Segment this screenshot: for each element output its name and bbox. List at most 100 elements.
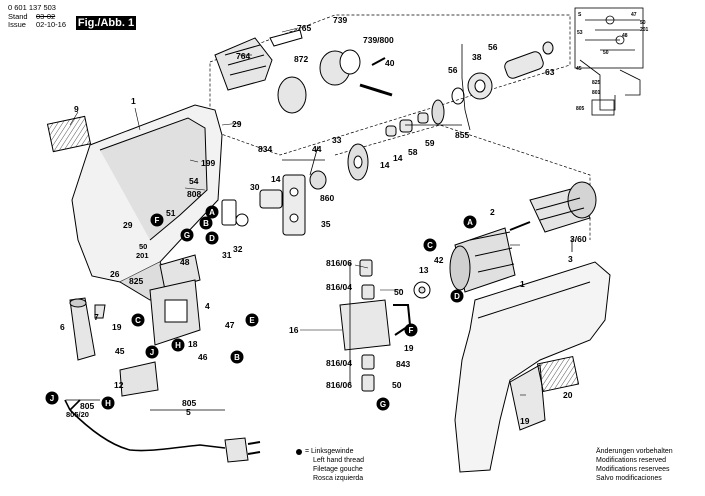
connector-h2: H bbox=[101, 396, 115, 410]
label-4: 4 bbox=[205, 301, 210, 311]
wiring-label-50a: 50 bbox=[640, 20, 646, 26]
legend-line1: = Linksgewinde bbox=[305, 447, 353, 456]
housing-half-left bbox=[46, 104, 223, 301]
label-9: 9 bbox=[74, 104, 79, 114]
label-63: 63 bbox=[545, 67, 555, 77]
part-labels: 9 1 29 199 54 808 29 51 50 201 48 26 825… bbox=[60, 15, 587, 426]
label-14a: 14 bbox=[271, 174, 281, 184]
label-19a: 19 bbox=[112, 322, 122, 332]
label-40: 40 bbox=[385, 58, 395, 68]
label-31: 31 bbox=[222, 250, 232, 260]
issue-label: Issue bbox=[8, 20, 26, 29]
svg-text:A: A bbox=[209, 208, 215, 217]
svg-text:J: J bbox=[150, 348, 154, 357]
plug-icon bbox=[224, 437, 261, 463]
connector-j2: J bbox=[45, 391, 59, 405]
svg-text:B: B bbox=[203, 219, 209, 228]
label-805-20: 805/20 bbox=[66, 410, 89, 419]
label-58: 58 bbox=[408, 147, 418, 157]
label-46: 46 bbox=[198, 352, 208, 362]
label-13: 13 bbox=[419, 265, 429, 275]
label-201: 201 bbox=[136, 251, 149, 260]
wiring-label-45: 45 bbox=[576, 66, 582, 72]
label-50b: 50 bbox=[394, 287, 404, 297]
svg-text:B: B bbox=[234, 353, 240, 362]
svg-text:G: G bbox=[184, 231, 190, 240]
label-14c: 14 bbox=[393, 153, 403, 163]
connector-c1: C bbox=[131, 313, 145, 327]
spindle-parts bbox=[385, 41, 554, 137]
leader-lines bbox=[69, 27, 526, 396]
label-54: 54 bbox=[189, 176, 199, 186]
connector-d2: D bbox=[450, 289, 464, 303]
label-860: 860 bbox=[320, 193, 334, 203]
label-16: 16 bbox=[289, 325, 299, 335]
label-765: 765 bbox=[297, 23, 311, 33]
legend-equals: = bbox=[305, 448, 310, 455]
label-45: 45 bbox=[115, 346, 125, 356]
svg-text:G: G bbox=[380, 400, 386, 409]
label-739-800: 739/800 bbox=[363, 35, 394, 45]
wiring-label-801: 801 bbox=[592, 90, 601, 96]
wiring-labels: S 47 53 50 201 48 50 45 825 801 805 bbox=[576, 12, 649, 112]
legend-linksgewinde: Linksgewinde bbox=[311, 448, 354, 455]
label-7: 7 bbox=[94, 312, 99, 322]
aux-handle-6 bbox=[69, 297, 106, 361]
stand-label: Stand bbox=[8, 12, 28, 21]
label-872: 872 bbox=[294, 54, 308, 64]
wiring-label-48: 48 bbox=[622, 33, 628, 39]
label-12: 12 bbox=[114, 380, 124, 390]
switch-825 bbox=[119, 199, 249, 397]
connector-g2: G bbox=[376, 397, 390, 411]
label-19b: 19 bbox=[404, 343, 414, 353]
connector-markers: A B D F G C E J H B C D A F G J H bbox=[45, 205, 477, 411]
label-14b: 14 bbox=[380, 160, 390, 170]
stator-2 bbox=[413, 227, 516, 299]
label-59: 59 bbox=[425, 138, 435, 148]
wiring-label-805: 805 bbox=[576, 106, 585, 112]
label-805b: 805 bbox=[182, 398, 196, 408]
left-hand-thread-bullet-icon bbox=[296, 449, 302, 455]
gear-860 bbox=[309, 143, 369, 190]
connector-d1: D bbox=[205, 231, 219, 245]
label-44: 44 bbox=[312, 144, 322, 154]
label-2: 2 bbox=[490, 207, 495, 217]
label-843: 843 bbox=[396, 359, 410, 369]
connector-h1: H bbox=[171, 338, 185, 352]
wiring-label-53: 53 bbox=[577, 30, 583, 36]
label-805a: 805 bbox=[80, 401, 94, 411]
figure-label: Fig./Abb. 1 bbox=[76, 16, 136, 30]
label-56b: 56 bbox=[488, 42, 498, 52]
bracket-lines bbox=[66, 44, 573, 411]
footer-note-2: Modifications reserved bbox=[596, 457, 667, 464]
label-47: 47 bbox=[225, 320, 235, 330]
footer-note-1: Änderungen vorbehalten bbox=[596, 448, 673, 455]
date-new: 02-10-16 bbox=[36, 20, 67, 29]
label-56a: 56 bbox=[448, 65, 458, 75]
legend-line2: Left hand thread bbox=[313, 457, 364, 464]
connector-a2: A bbox=[463, 215, 477, 229]
connector-f2: F bbox=[404, 323, 418, 337]
wiring-diagram bbox=[574, 7, 644, 116]
svg-text:A: A bbox=[467, 218, 473, 227]
label-5: 5 bbox=[186, 407, 191, 417]
label-1b: 1 bbox=[520, 279, 525, 289]
label-29b: 29 bbox=[123, 220, 133, 230]
label-816-06b: 816/06 bbox=[326, 380, 352, 390]
svg-text:H: H bbox=[105, 399, 111, 408]
label-51: 51 bbox=[166, 208, 176, 218]
label-199: 199 bbox=[201, 158, 215, 168]
label-816-04a: 816/04 bbox=[326, 282, 352, 292]
housing-half-right bbox=[454, 261, 611, 473]
wiring-label-s: S bbox=[578, 12, 582, 18]
label-739: 739 bbox=[333, 15, 347, 25]
label-18: 18 bbox=[188, 339, 198, 349]
connector-a1: A bbox=[205, 205, 219, 219]
label-20: 20 bbox=[563, 390, 573, 400]
label-48: 48 bbox=[180, 257, 190, 267]
connector-b2: B bbox=[230, 350, 244, 364]
armature-3 bbox=[509, 181, 597, 233]
svg-text:H: H bbox=[175, 341, 181, 350]
legend-line4: Rosca izquierda bbox=[313, 475, 364, 482]
wiring-label-50b: 50 bbox=[603, 50, 609, 56]
